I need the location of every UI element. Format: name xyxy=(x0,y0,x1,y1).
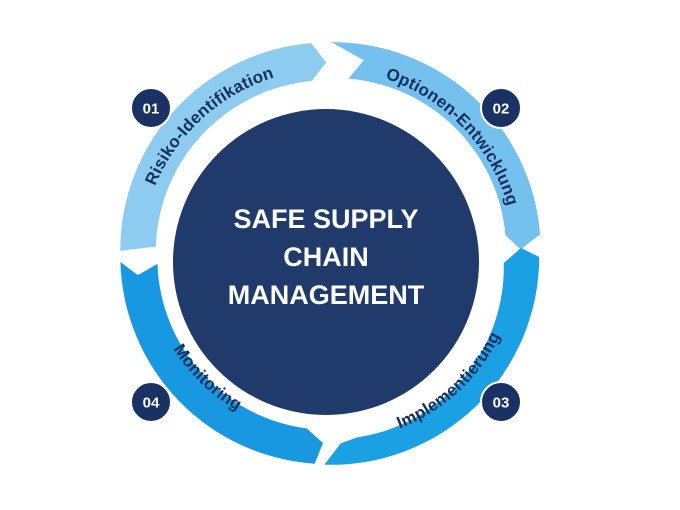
segment-monitoring xyxy=(120,262,323,464)
svg-text:02: 02 xyxy=(493,101,510,118)
step-badge-02: 02 xyxy=(480,87,522,129)
segment-risiko-identifikation xyxy=(120,43,327,251)
center-title-line-3: MANAGEMENT xyxy=(228,280,425,310)
segment-implementierung xyxy=(324,247,540,465)
center-title-line-2: CHAIN xyxy=(283,242,369,272)
step-badge-03: 03 xyxy=(480,381,522,423)
step-badge-01: 01 xyxy=(130,87,172,129)
step-badge-04: 04 xyxy=(130,381,172,423)
center-title-line-1: SAFE SUPPLY xyxy=(233,204,418,234)
svg-text:01: 01 xyxy=(143,101,160,118)
svg-text:03: 03 xyxy=(493,395,510,412)
svg-text:04: 04 xyxy=(143,395,160,412)
center-circle xyxy=(173,109,479,415)
segment-optionen-entwicklung xyxy=(331,42,541,250)
